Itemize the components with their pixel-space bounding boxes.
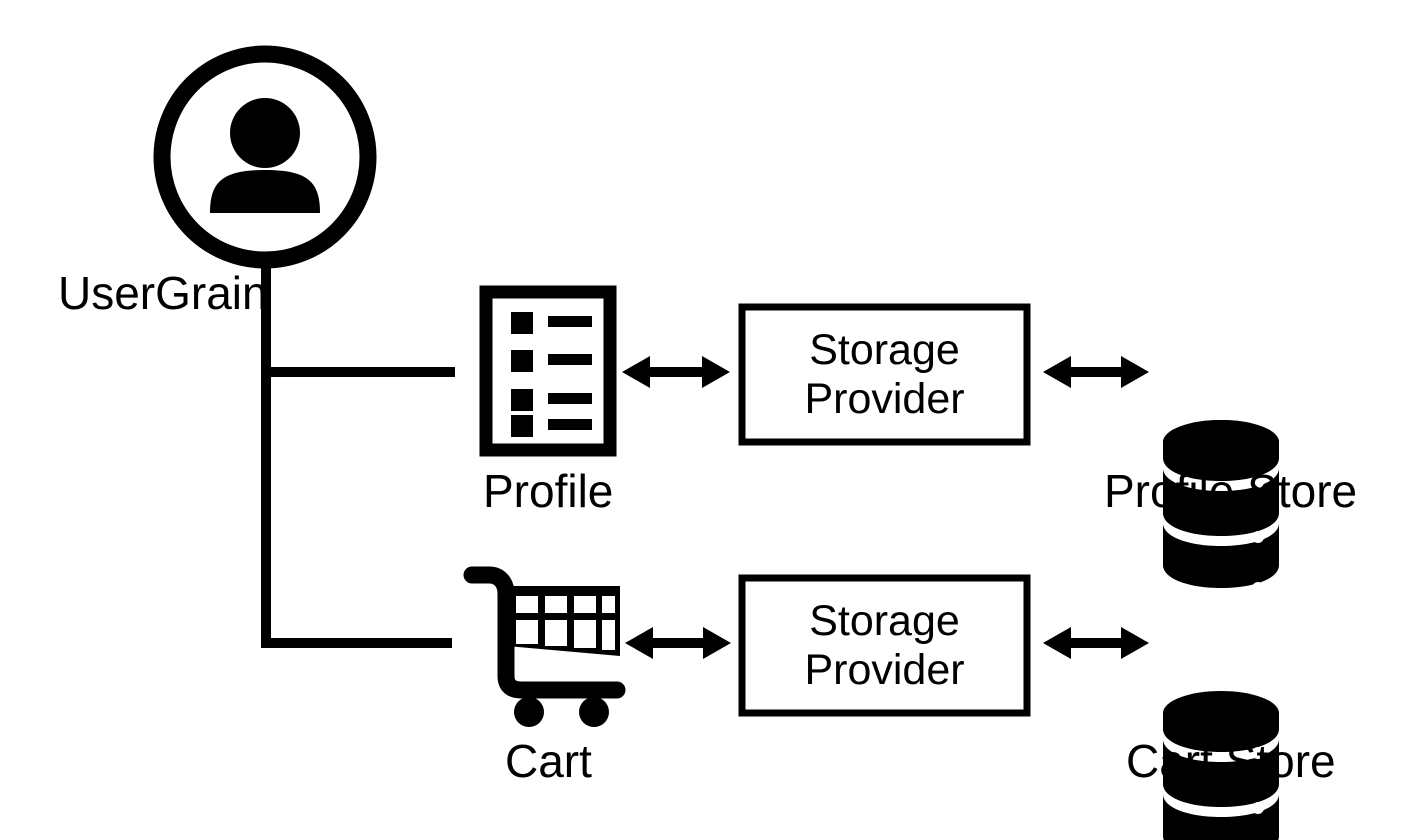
cart-storage-provider-label: Storage Provider bbox=[742, 578, 1027, 713]
label-profile: Profile bbox=[483, 465, 614, 517]
provider-cart-store-arrow bbox=[1043, 627, 1149, 659]
label-usergrain: UserGrain bbox=[58, 267, 268, 319]
user-circle-icon bbox=[153, 45, 377, 269]
profile-provider-line-2: Provider bbox=[804, 374, 965, 423]
cart-provider-line-2: Provider bbox=[804, 645, 965, 694]
profile-storage-provider-box bbox=[738, 303, 1031, 446]
profile-storage-provider-label: Storage Provider bbox=[742, 307, 1027, 442]
profile-provider-arrow bbox=[622, 356, 730, 388]
provider-profile-store-arrow bbox=[1043, 356, 1149, 388]
grain-branch-connector bbox=[261, 260, 455, 648]
label-profile-store: Profile Store bbox=[1104, 465, 1358, 517]
document-list-icon bbox=[479, 285, 617, 457]
label-cart: Cart bbox=[505, 735, 592, 787]
cart-provider-arrow bbox=[625, 627, 731, 659]
database-icon-cart bbox=[1163, 691, 1279, 840]
profile-provider-line-1: Storage bbox=[809, 326, 960, 375]
cart-storage-provider-box bbox=[738, 574, 1031, 717]
cart-provider-line-1: Storage bbox=[809, 597, 960, 646]
shopping-cart-icon bbox=[463, 566, 626, 727]
label-cart-store: Cart Store bbox=[1126, 735, 1336, 787]
database-icon-profile bbox=[1163, 420, 1279, 594]
